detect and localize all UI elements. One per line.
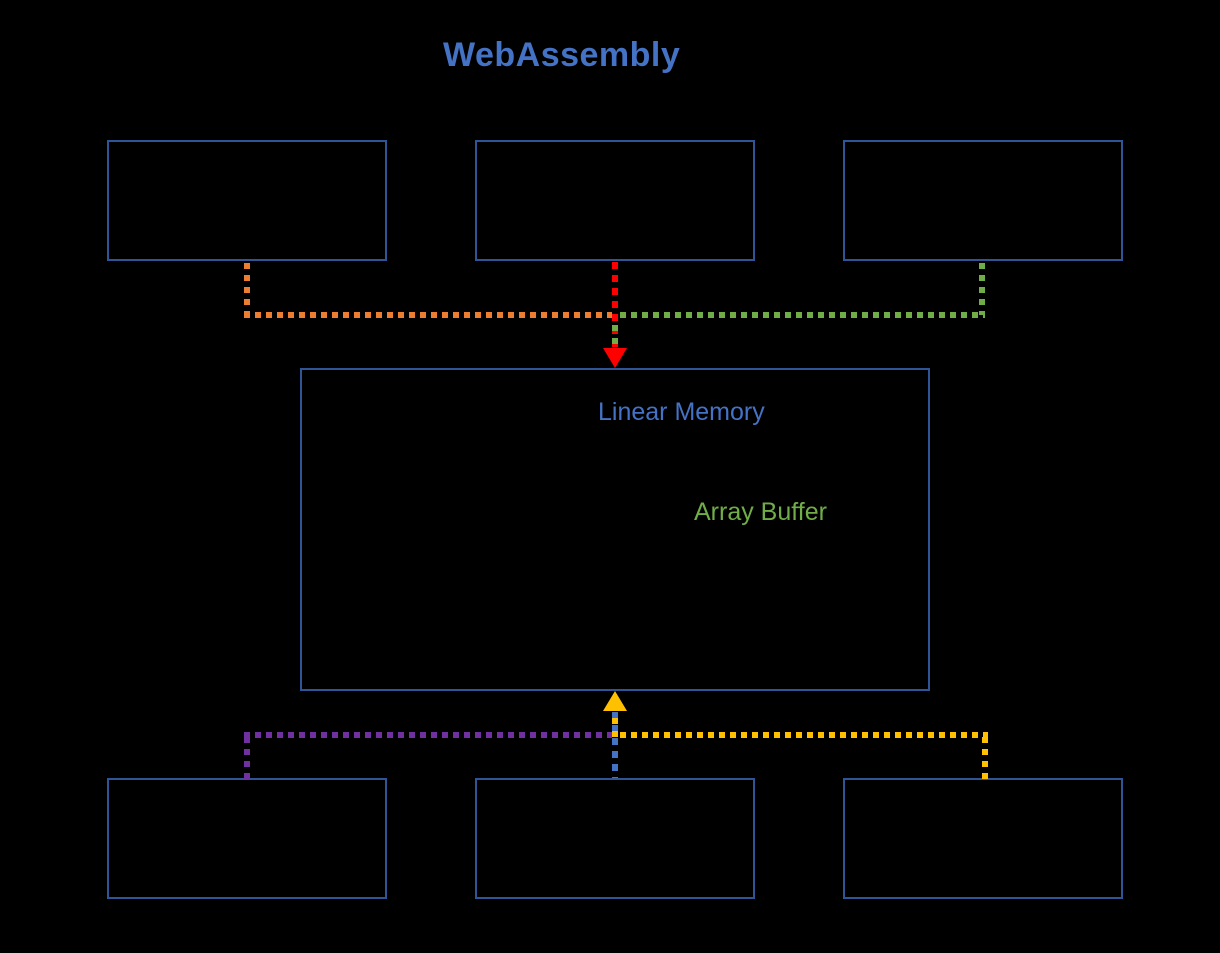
arrowhead-into-memory-top xyxy=(603,348,627,368)
linear-memory-box: Linear Memory Array Buffer xyxy=(300,368,930,691)
box-top-center xyxy=(475,140,755,261)
connector-top-center-vertical xyxy=(612,262,618,350)
box-bottom-center xyxy=(475,778,755,899)
connector-bottom-left-vertical xyxy=(244,737,250,779)
connector-top-left-horizontal xyxy=(244,312,612,318)
connector-merge-overlay-bottom xyxy=(612,711,618,737)
box-top-left xyxy=(107,140,387,261)
box-bottom-left xyxy=(107,778,387,899)
diagram-title: WebAssembly xyxy=(443,36,681,74)
arrowhead-into-memory-bottom xyxy=(603,691,627,711)
connector-bottom-left-horizontal xyxy=(244,732,612,738)
connector-merge-overlay-top xyxy=(612,318,618,350)
array-buffer-label: Array Buffer xyxy=(694,498,827,526)
linear-memory-label: Linear Memory xyxy=(598,398,765,426)
box-bottom-right xyxy=(843,778,1123,899)
connector-top-right-horizontal xyxy=(620,312,985,318)
box-top-right xyxy=(843,140,1123,261)
connector-top-left-vertical xyxy=(244,263,250,315)
connector-top-right-vertical xyxy=(979,263,985,315)
connector-bottom-right-horizontal xyxy=(620,732,988,738)
connector-bottom-right-vertical xyxy=(982,737,988,779)
connector-bottom-center-vertical xyxy=(612,712,618,778)
